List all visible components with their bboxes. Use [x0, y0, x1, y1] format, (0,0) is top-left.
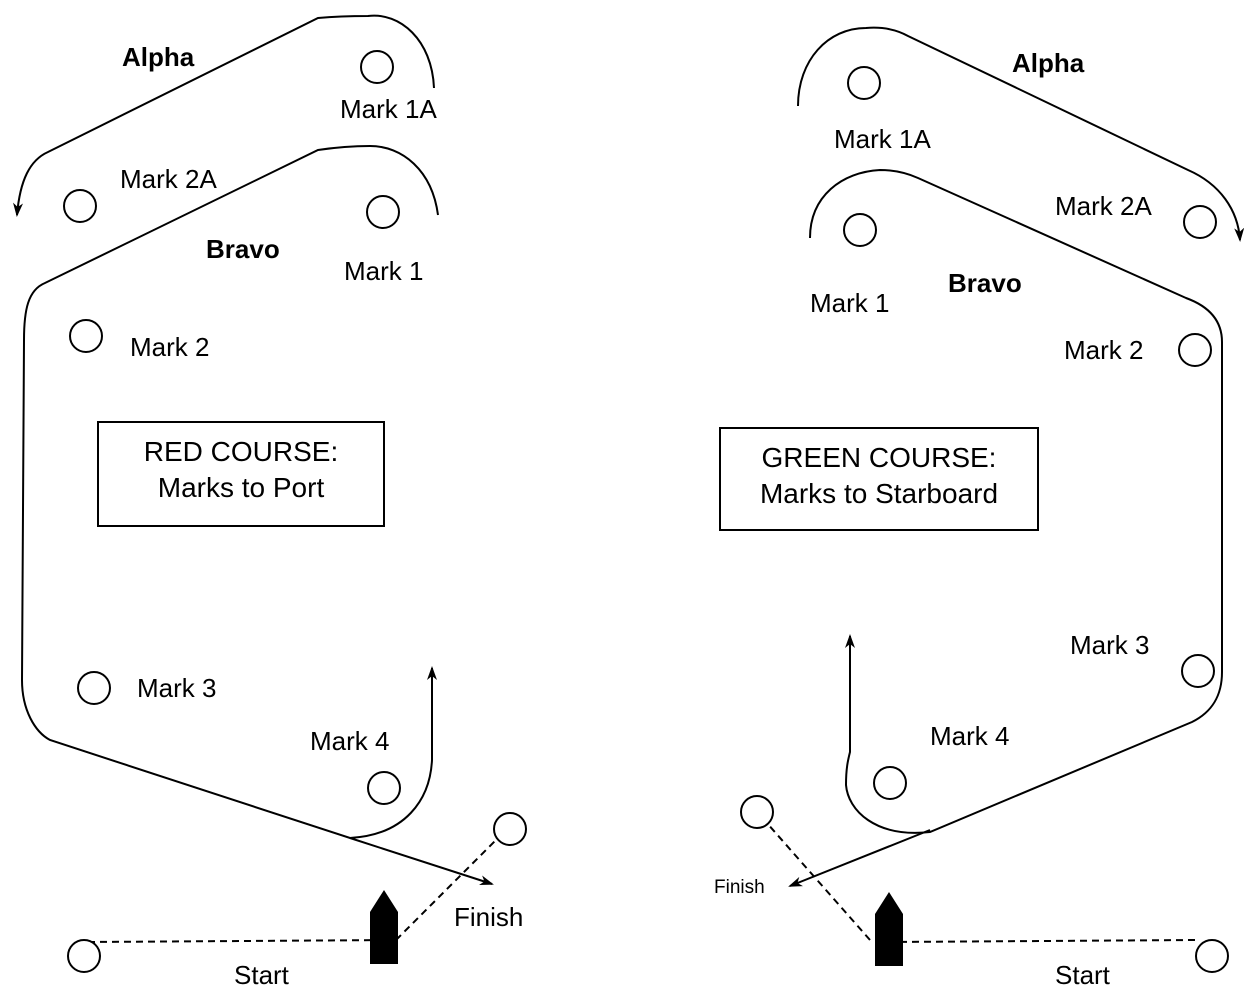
red-mark-2-label: Mark 2 [130, 332, 209, 362]
green-mark-2a-label: Mark 2A [1055, 191, 1152, 221]
green-mark-4-label: Mark 4 [930, 721, 1009, 751]
green-course-panel: Alpha Bravo Mark 1A Mark 2A Mark 1 Mark … [714, 26, 1244, 988]
green-course-box [719, 427, 1039, 531]
red-mark-3-buoy [77, 671, 111, 705]
green-mark-1a-label: Mark 1A [834, 124, 931, 154]
red-mark-4-buoy [367, 771, 401, 805]
red-alpha-label: Alpha [122, 42, 195, 72]
red-mark-1a-label: Mark 1A [340, 94, 437, 124]
red-bravo-route-line [20, 144, 439, 840]
green-mark-3-label: Mark 3 [1070, 630, 1149, 660]
green-mark-1-buoy [843, 213, 877, 247]
green-course-title: GREEN COURSE: [762, 442, 997, 473]
green-mark-2-buoy [1178, 333, 1212, 367]
red-alpha-route-line [13, 14, 435, 217]
green-finish-label: Finish [714, 877, 765, 898]
green-mark-1a-buoy [847, 66, 881, 100]
red-mark-1-buoy [366, 195, 400, 229]
green-finish-leg-line [788, 829, 931, 887]
red-mark-1-label: Mark 1 [344, 256, 423, 286]
red-start-label: Start [234, 960, 290, 988]
red-mark-1a-buoy [360, 50, 394, 84]
green-finish-line [765, 821, 871, 941]
green-start-label: Start [1055, 960, 1111, 988]
green-course-subtitle: Marks to Starboard [760, 478, 998, 509]
red-committee-boat-icon [370, 890, 398, 964]
red-course-panel: Alpha Bravo Mark 1A Mark 2A Mark 1 Mark … [13, 14, 527, 988]
green-start-line [887, 939, 1197, 943]
red-course-title: RED COURSE: [144, 436, 338, 467]
red-mark-2-buoy [69, 319, 103, 353]
green-bravo-label: Bravo [948, 268, 1022, 298]
green-alpha-label: Alpha [1012, 48, 1085, 78]
red-start-line [87, 939, 397, 943]
green-committee-boat-icon [875, 892, 903, 966]
red-mark-4-label: Mark 4 [310, 726, 389, 756]
red-finish-pin-buoy [493, 812, 527, 846]
red-finish-leg-line [349, 837, 494, 886]
green-mark-2-label: Mark 2 [1064, 335, 1143, 365]
red-mark-2a-buoy [63, 189, 97, 223]
red-mark-3-label: Mark 3 [137, 673, 216, 703]
green-mark-4-buoy [873, 766, 907, 800]
green-mark-1-label: Mark 1 [810, 288, 889, 318]
red-start-pin-buoy [67, 939, 101, 973]
green-start-pin-buoy [1195, 939, 1229, 973]
green-mark-3-buoy [1181, 654, 1215, 688]
green-mark-2a-buoy [1183, 205, 1217, 239]
red-course-subtitle: Marks to Port [158, 472, 325, 503]
red-finish-line [395, 835, 501, 941]
red-bravo-label: Bravo [206, 234, 280, 264]
red-finish-label: Finish [454, 902, 523, 932]
red-course-box [97, 421, 385, 527]
green-bravo-route-line [809, 168, 1223, 834]
green-alpha-route-line [797, 26, 1244, 242]
red-mark-2a-label: Mark 2A [120, 164, 217, 194]
green-finish-pin-buoy [740, 795, 774, 829]
